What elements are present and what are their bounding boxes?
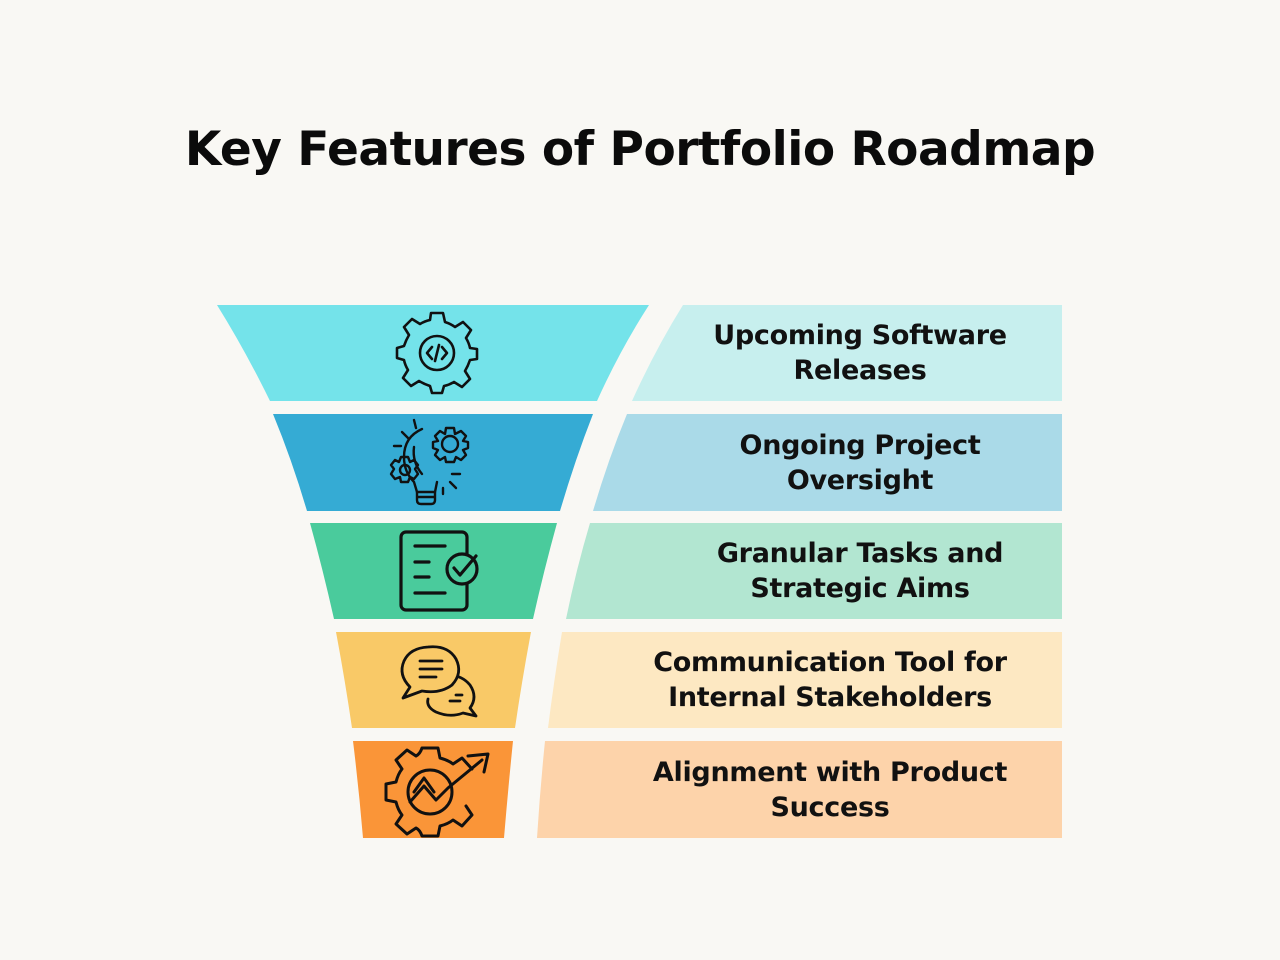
page-title: Key Features of Portfolio Roadmap	[184, 122, 1096, 177]
gear-growth-arrow-icon	[384, 746, 490, 838]
funnel-band-3	[310, 523, 557, 619]
checklist-document-icon	[399, 530, 479, 612]
lightbulb-gears-icon	[389, 418, 470, 506]
label-box-3	[566, 523, 1062, 619]
funnel-band-2	[273, 414, 593, 511]
funnel-band-1	[217, 305, 649, 401]
label-box-2	[593, 414, 1062, 511]
chat-bubbles-icon	[400, 645, 478, 718]
gear-code-icon	[395, 311, 479, 395]
label-box-5	[537, 741, 1062, 838]
label-box-4	[548, 632, 1062, 728]
label-box-1	[632, 305, 1062, 401]
